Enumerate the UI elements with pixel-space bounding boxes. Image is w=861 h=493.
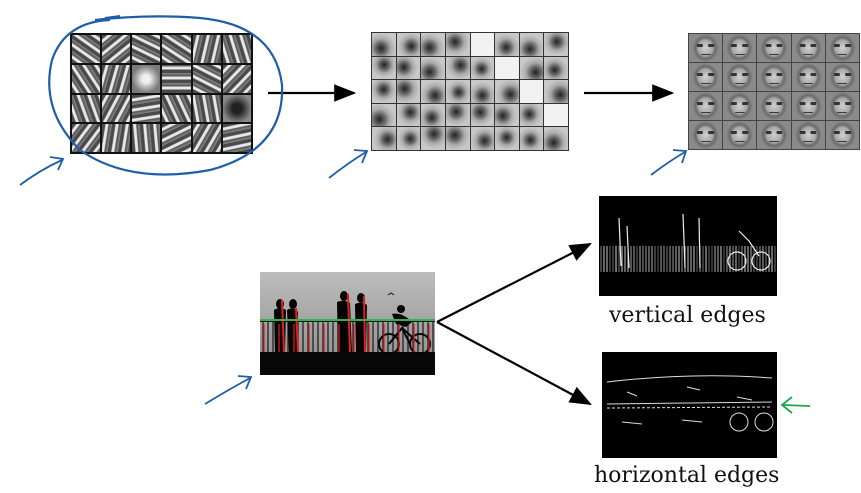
blue-circle-annotation	[49, 16, 282, 174]
green-arrow-icon	[782, 397, 810, 413]
arrow-to-horizontal	[437, 322, 590, 404]
blue-arrow-icons	[20, 150, 686, 404]
arrow-to-vertical	[437, 244, 590, 322]
